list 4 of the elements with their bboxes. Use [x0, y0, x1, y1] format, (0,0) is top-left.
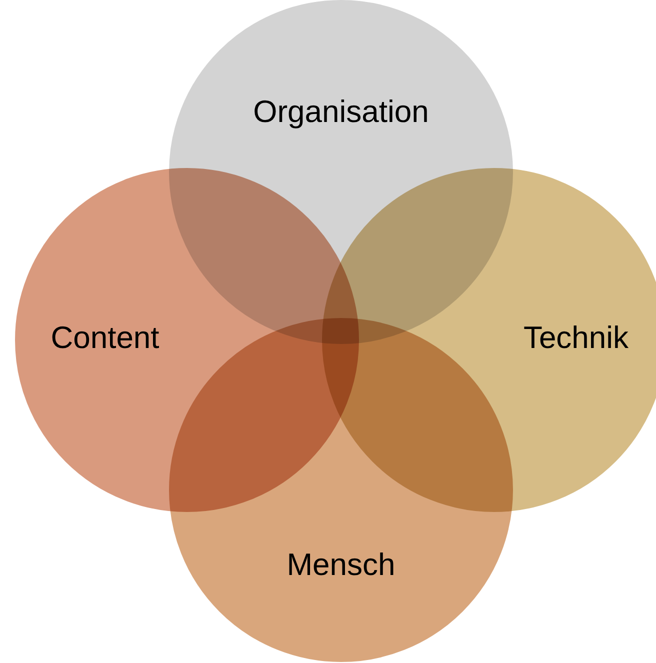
circle-label: Technik [523, 320, 629, 356]
circle-label: Content [50, 320, 160, 356]
circle-label: Mensch [286, 547, 396, 583]
circle-label: Organisation [253, 94, 429, 130]
